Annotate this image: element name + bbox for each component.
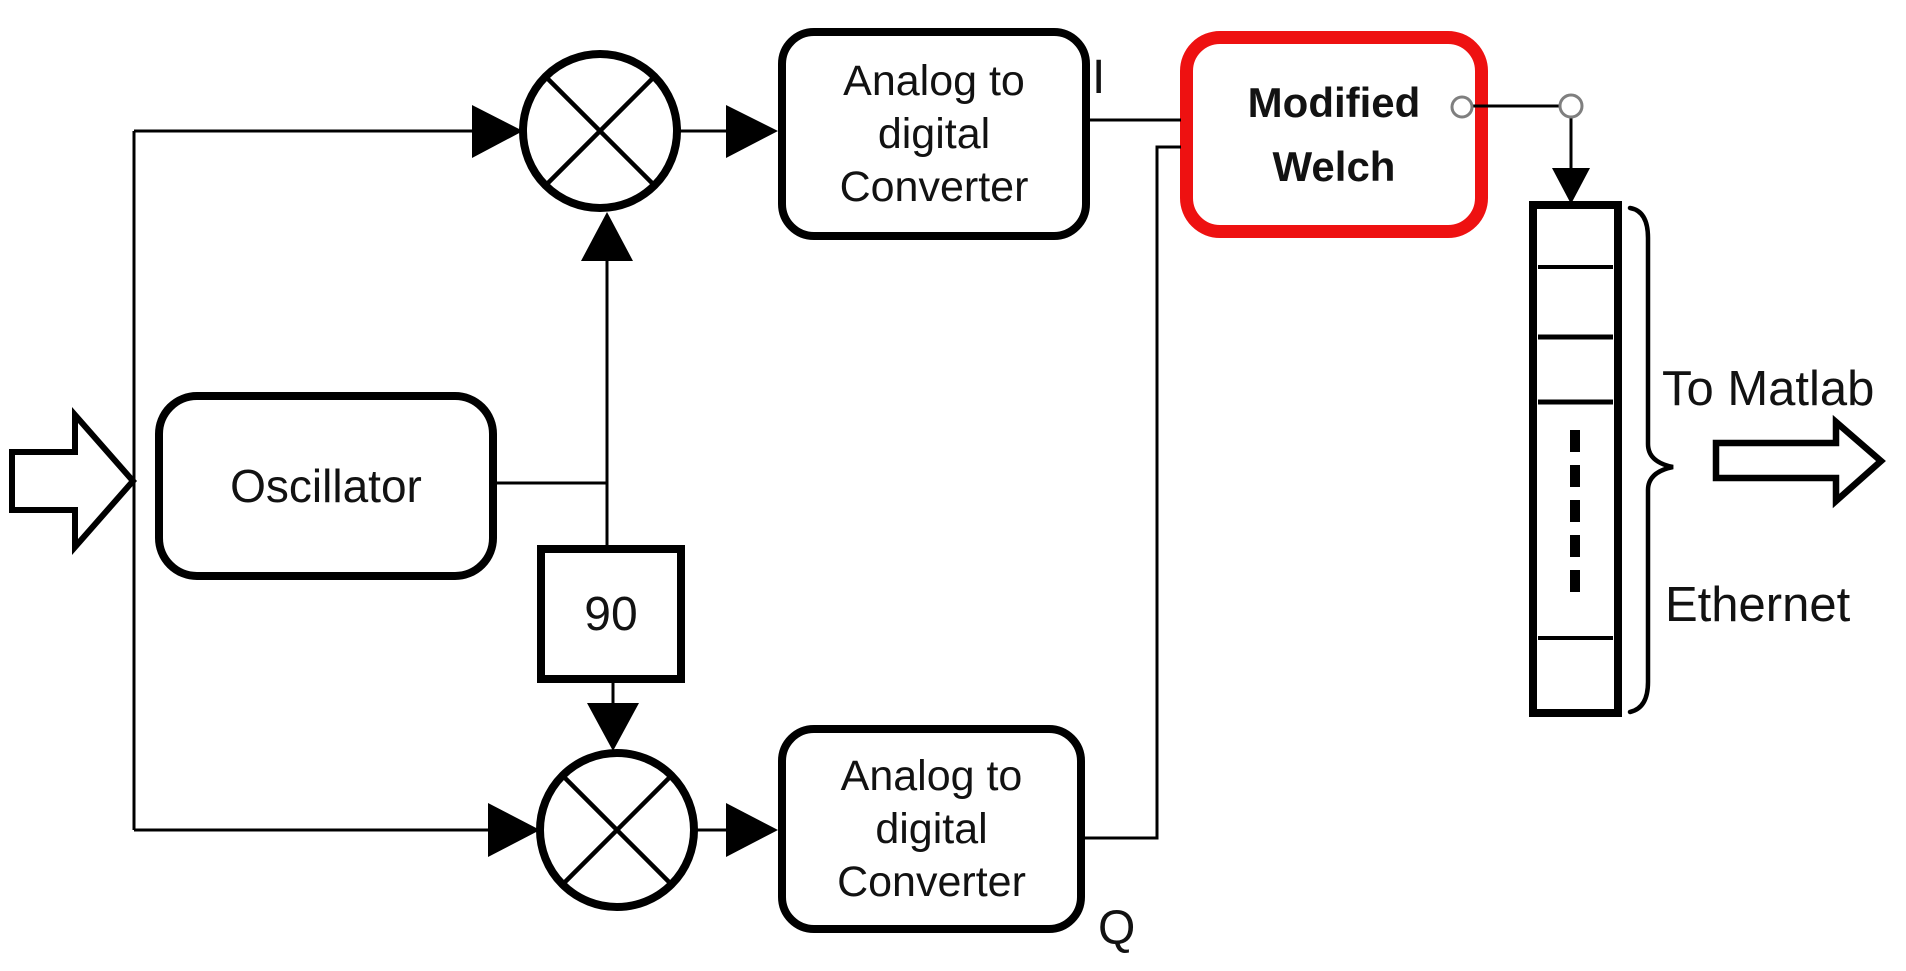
q-branch-label: Q [1098, 902, 1136, 955]
adc-top-label-line1: Analog to [843, 56, 1025, 105]
arrowhead-lo-down-icon [587, 703, 639, 751]
adc-bottom-label-line1: Analog to [840, 751, 1023, 800]
input-arrow-icon [9, 407, 137, 555]
oscillator-block: Oscillator [155, 392, 497, 580]
i-branch-label: I [1092, 51, 1106, 104]
buffer-stack [1529, 201, 1622, 717]
phase-shift-90-label: 90 [584, 587, 638, 641]
arrowhead-lo-up-icon [581, 212, 633, 261]
adc-bottom-label-line3: Converter [837, 857, 1026, 906]
q-wire [1085, 145, 1181, 840]
mixer-top-circle [519, 50, 681, 212]
arrowhead-into-bottom-mixer-icon [488, 803, 540, 857]
mixer-bottom-cross-line [563, 776, 671, 884]
arrowhead-into-adc-bottom-icon [726, 803, 778, 857]
modified-welch-label-line1: Modified [1247, 78, 1421, 126]
mixer-top-cross-line [546, 77, 654, 185]
mixer-bottom-circle [536, 749, 698, 911]
to-matlab-label: To Matlab [1662, 362, 1875, 416]
mixer-bottom-icon [536, 749, 698, 911]
modified-welch-block: Modified Welch [1180, 31, 1488, 238]
ethernet-label: Ethernet [1665, 578, 1851, 632]
mixer-bottom-cross-line [563, 776, 671, 884]
buffer-stack-outline [1529, 201, 1622, 717]
arrowhead-into-adc-top-icon [726, 105, 778, 158]
adc-bottom-label-line2: digital [875, 804, 988, 853]
mixer-top-cross-line [546, 77, 654, 185]
arrowhead-into-buffer-icon [1552, 168, 1590, 204]
adc-top-label-line3: Converter [839, 162, 1029, 211]
phase-shift-90-block: 90 [537, 545, 685, 683]
port-circle-right-icon [1558, 93, 1584, 119]
adc-bottom-block: Analog to digital Converter [778, 725, 1085, 933]
adc-top-block: Analog to digital Converter [778, 28, 1090, 240]
oscillator-label: Oscillator [230, 460, 422, 512]
modified-welch-label-line2: Welch [1272, 142, 1396, 190]
arrowhead-into-top-mixer-icon [472, 105, 523, 158]
to-matlab-arrow-icon [1712, 414, 1886, 509]
adc-top-label-line2: digital [877, 109, 991, 158]
mixer-top-icon [519, 50, 681, 212]
buffer-brace-icon [1627, 205, 1674, 715]
